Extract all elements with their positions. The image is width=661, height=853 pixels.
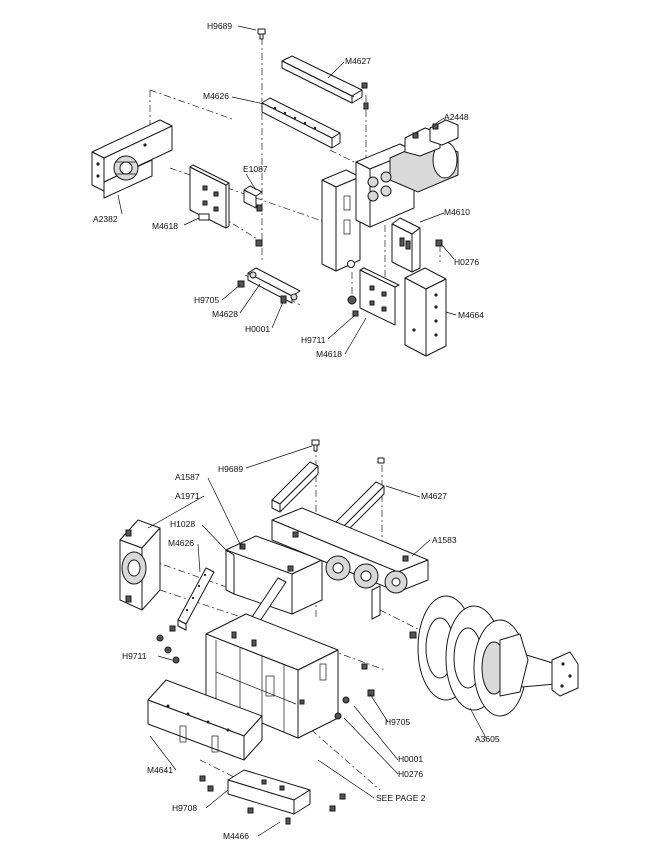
- plate-m4618-right: [359, 267, 400, 326]
- label-h0001-lower: H0001: [398, 754, 423, 764]
- roller-block-a1971: [119, 519, 161, 611]
- motor-a2448: [355, 119, 459, 228]
- label-a1971: A1971: [175, 491, 200, 501]
- upper-exploded-view: H9689 M4627 M4626 A2448 E1087 A2382 M461…: [91, 21, 484, 359]
- bracket-m4610: [391, 217, 421, 273]
- plate-m4618-left: [189, 164, 230, 229]
- washer-left-lower: [347, 295, 357, 305]
- label-m4618-left: M4618: [152, 221, 178, 231]
- slotted-bar-m4626: [261, 97, 341, 149]
- screw-h0001-upper: [280, 295, 287, 304]
- label-m4627-upper: M4627: [345, 56, 371, 66]
- frame-a1587: [225, 535, 323, 615]
- nut-top-right: [361, 82, 368, 89]
- label-a2448: A2448: [444, 112, 469, 122]
- main-box-frame: [205, 613, 339, 739]
- bracket-m4466: [227, 769, 311, 825]
- label-m4627-lower: M4627: [421, 491, 447, 501]
- vertical-bracket-center: [321, 169, 361, 272]
- label-h1028: H1028: [170, 519, 195, 529]
- lower-leader-lines: [147, 445, 487, 837]
- screw-m4627-lower: [377, 457, 385, 464]
- nut-h0276: [435, 239, 443, 247]
- upper-leader-lines: [117, 25, 457, 355]
- label-h0276-upper: H0276: [454, 257, 479, 267]
- channel-vertical-left: [271, 461, 319, 513]
- clip-e1087: [243, 185, 263, 212]
- label-a1587: A1587: [175, 472, 200, 482]
- nut-left-middle: [255, 239, 263, 247]
- screw-h9705-upper: [237, 280, 245, 288]
- link-bar-m4628: [247, 267, 301, 304]
- label-h9705-upper: H9705: [194, 295, 219, 305]
- label-h9705-lower: H9705: [385, 717, 410, 727]
- label-h9689-lower: H9689: [218, 464, 243, 474]
- screw-h9689-top: [257, 28, 266, 40]
- label-e1087: E1087: [243, 164, 268, 174]
- label-h9711-lower: H9711: [122, 651, 147, 661]
- label-m4628: M4628: [212, 309, 238, 319]
- lower-exploded-view: H9689 A1587 A1971 M4627 H1028 A1583 M462…: [119, 439, 579, 841]
- spool-drum-a3605: [409, 595, 579, 717]
- channel-bar-m4627: [281, 55, 363, 104]
- slotted-bar-m4626-lower: [177, 567, 215, 631]
- label-m4610: M4610: [444, 207, 470, 217]
- block-m4664: [404, 267, 447, 357]
- plate-m4641: [147, 679, 263, 761]
- label-h9708: H9708: [172, 803, 197, 813]
- label-h0001-upper: H0001: [245, 324, 270, 334]
- label-h0276-lower: H0276: [398, 769, 423, 779]
- label-a2382: A2382: [93, 214, 118, 224]
- label-see-page-2: SEE PAGE 2: [376, 793, 426, 803]
- label-m4641: M4641: [147, 765, 173, 775]
- screw-h9711-upper: [352, 310, 359, 317]
- lower-fasteners: [156, 625, 375, 814]
- label-h9711-upper: H9711: [301, 335, 326, 345]
- label-a3605: A3605: [475, 734, 500, 744]
- label-m4466: M4466: [223, 831, 249, 841]
- screw-h9689-lower: [311, 439, 320, 452]
- label-m4664: M4664: [458, 310, 484, 320]
- label-m4626-upper: M4626: [203, 91, 229, 101]
- label-a1583: A1583: [432, 535, 457, 545]
- roller-bracket-a2382: [91, 119, 173, 199]
- label-m4618-right: M4618: [316, 349, 342, 359]
- screw-top-right: [363, 102, 369, 110]
- label-h9689-upper: H9689: [207, 21, 232, 31]
- label-m4626-lower: M4626: [168, 538, 194, 548]
- roller-bracket-a1583: [271, 507, 429, 620]
